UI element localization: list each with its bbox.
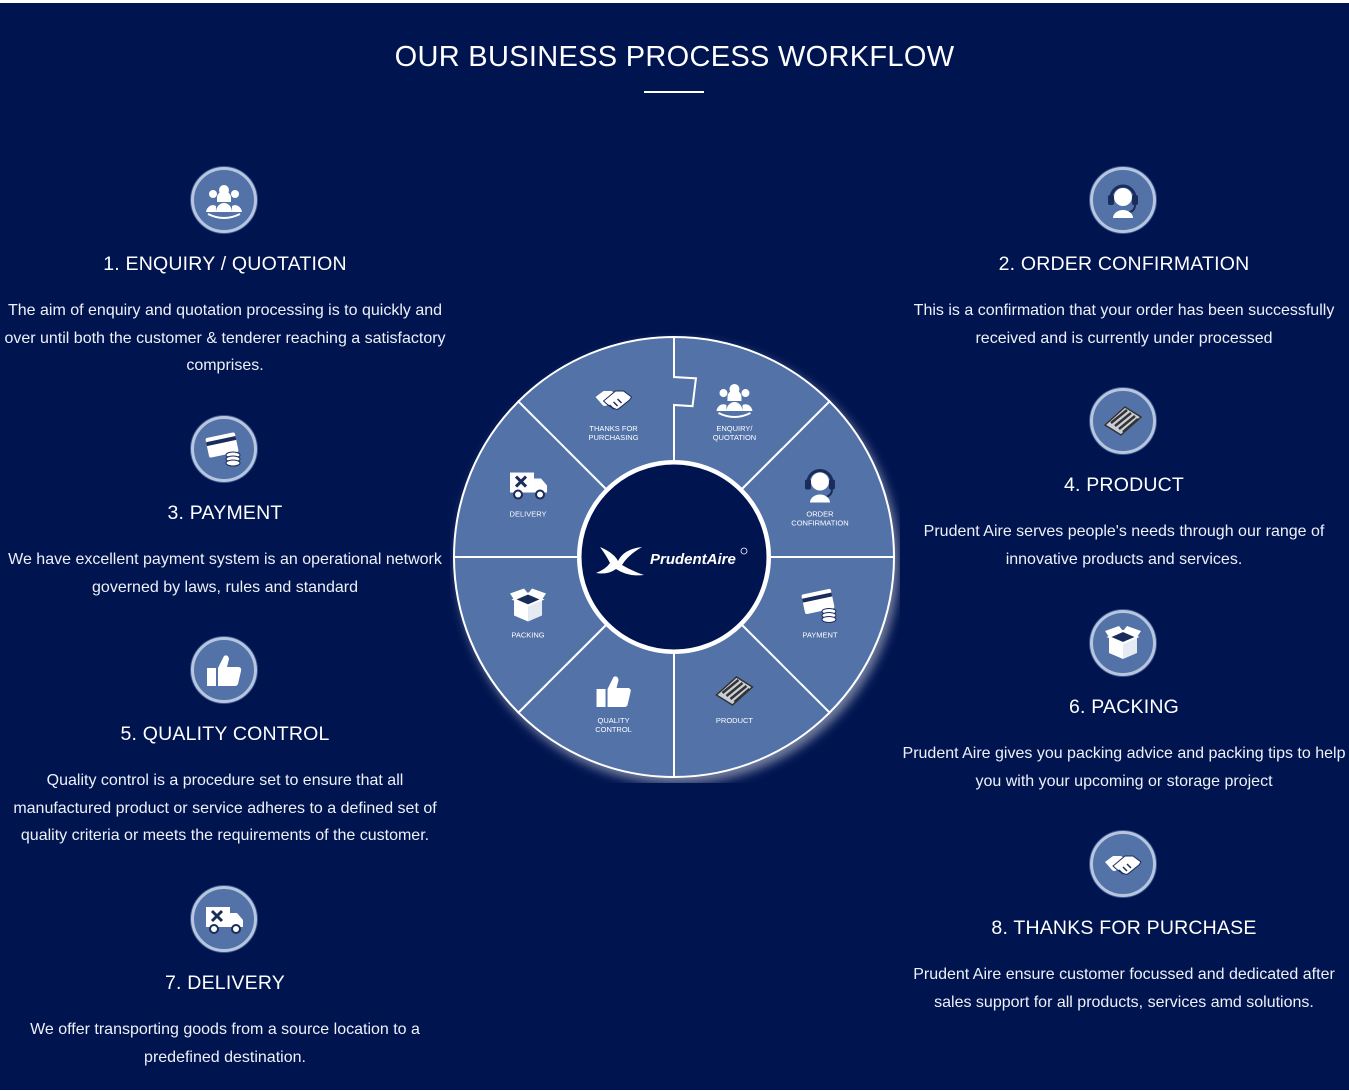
wheel-segment-label: PAYMENT: [802, 630, 838, 639]
wheel-hub: [578, 461, 770, 653]
section-title: OUR BUSINESS PROCESS WORKFLOW: [394, 41, 955, 73]
step-title: 8. THANKS FOR PURCHASE: [991, 917, 1257, 939]
step-description: We have excellent payment system is an o…: [8, 551, 442, 596]
step-description: Quality control is a procedure set to en…: [13, 772, 437, 844]
step-description: The aim of enquiry and quotation process…: [4, 302, 446, 374]
step-title: 7. DELIVERY: [165, 972, 285, 994]
box-icon: [1090, 610, 1156, 676]
team-icon: [191, 167, 257, 233]
step-title: 6. PACKING: [1068, 696, 1179, 718]
title-divider: [644, 91, 704, 93]
wheel-segment-label: PACKING: [511, 630, 544, 639]
wheel-segment-label: DELIVERY: [510, 510, 547, 519]
step-description: Prudent Aire serves people's needs throu…: [923, 523, 1325, 568]
step-title: 2. ORDER CONFIRMATION: [998, 253, 1250, 275]
step-title: 1. ENQUIRY / QUOTATION: [103, 253, 347, 275]
step-description: We offer transporting goods from a sourc…: [30, 1021, 420, 1066]
payment-card-icon: [191, 416, 257, 482]
headset-icon: [1090, 167, 1156, 233]
delivery-truck-icon: [191, 886, 257, 952]
wheel-segment-label: PRODUCT: [716, 716, 754, 725]
step-title: 5. QUALITY CONTROL: [120, 723, 330, 745]
thumbs-up-icon: [191, 637, 257, 703]
handshake-icon: [1090, 831, 1156, 897]
step-title: 3. PAYMENT: [167, 502, 283, 524]
air-grille-icon: [1090, 388, 1156, 454]
prudent-aire-logo: PrudentAire: [596, 547, 748, 576]
wheel-segment-label: ENQUIRY/QUOTATION: [713, 424, 756, 442]
step-description: Prudent Aire ensure customer focussed an…: [913, 966, 1335, 1011]
step-title: 4. PRODUCT: [1063, 474, 1185, 496]
step-description: This is a confirmation that your order h…: [913, 302, 1335, 347]
step-description: Prudent Aire gives you packing advice an…: [902, 745, 1346, 790]
workflow-section: OUR BUSINESS PROCESS WORKFLOW 1. ENQUIRY…: [0, 3, 1349, 1090]
wheel-segment: [517, 335, 698, 491]
logo-text: PrudentAire: [650, 551, 736, 568]
